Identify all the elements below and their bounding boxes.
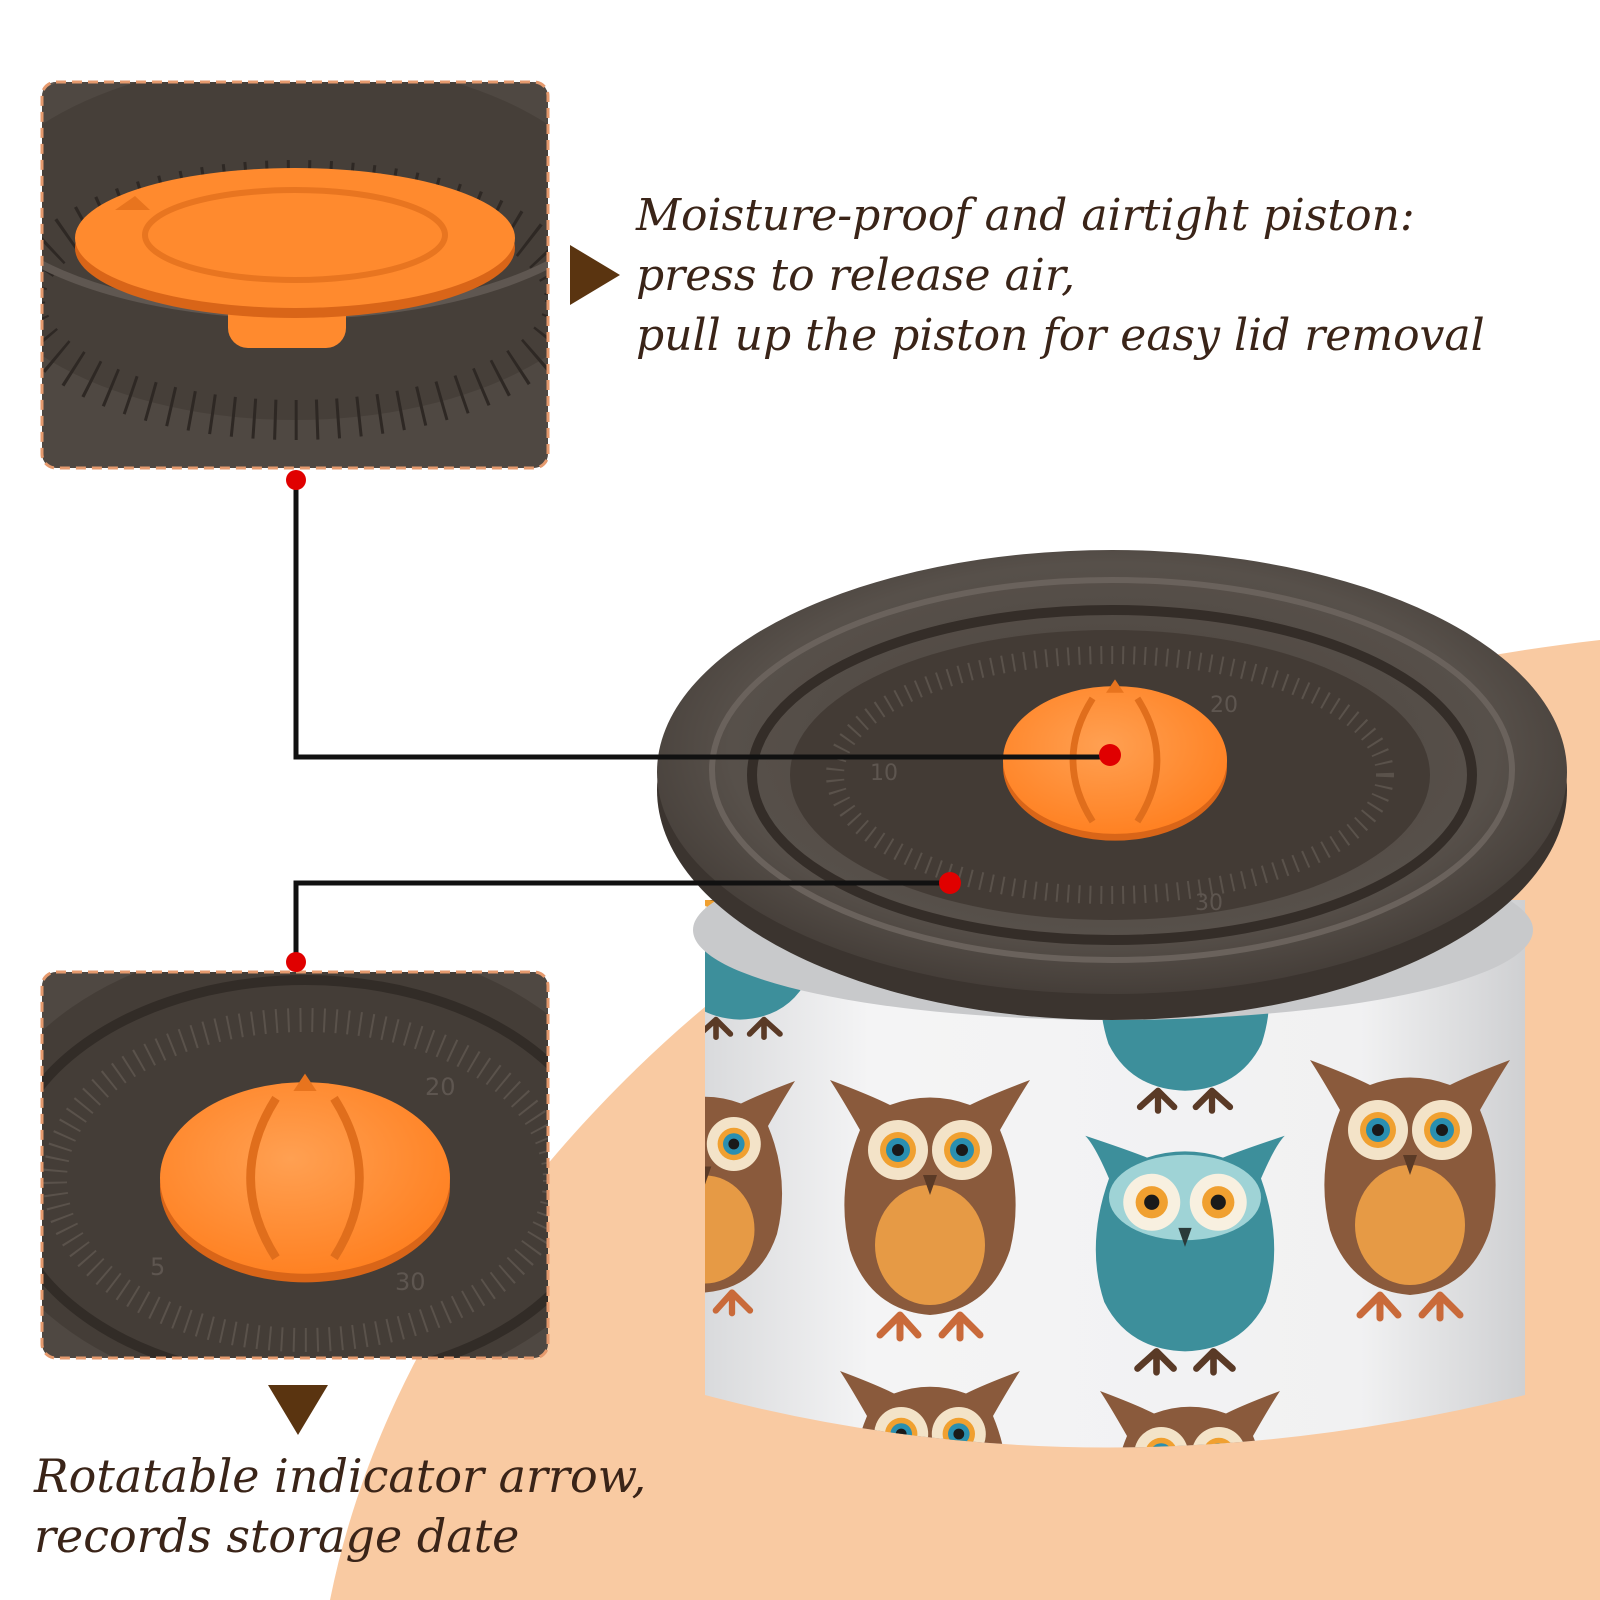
indicator-caption: Rotatable indicator arrow, records stora… <box>34 1446 646 1566</box>
indicator-detail-photo: 20 5 30 <box>40 970 550 1360</box>
dial-number: 20 <box>1210 693 1238 718</box>
dial-number: 10 <box>870 761 898 786</box>
dial-number: 30 <box>395 1268 426 1296</box>
piston-caption: Moisture-proof and airtight piston: pres… <box>636 186 1485 366</box>
arrow-right-icon <box>570 245 620 305</box>
callout-dot <box>1099 744 1121 766</box>
piston-caption-line: pull up the piston for easy lid removal <box>636 310 1485 361</box>
callout-dot <box>286 952 306 972</box>
detail-frame <box>40 970 550 1360</box>
arrow-down-icon <box>268 1385 328 1435</box>
callout-dot <box>939 872 961 894</box>
indicator-caption-line: records storage date <box>34 1509 520 1563</box>
piston-caption-line: press to release air, <box>636 250 1076 301</box>
dial-number: 20 <box>425 1073 456 1101</box>
piston-caption-line: Moisture-proof and airtight piston: <box>636 190 1415 241</box>
lid: 20 10 30 <box>657 550 1567 1020</box>
callout-lines <box>286 470 1121 972</box>
dial-number: 5 <box>150 1253 165 1281</box>
callout-dot <box>286 470 306 490</box>
dial-number: 30 <box>1195 891 1223 916</box>
detail-frame <box>40 80 550 470</box>
piston-detail-photo <box>40 80 550 470</box>
indicator-caption-line: Rotatable indicator arrow, <box>34 1449 647 1503</box>
